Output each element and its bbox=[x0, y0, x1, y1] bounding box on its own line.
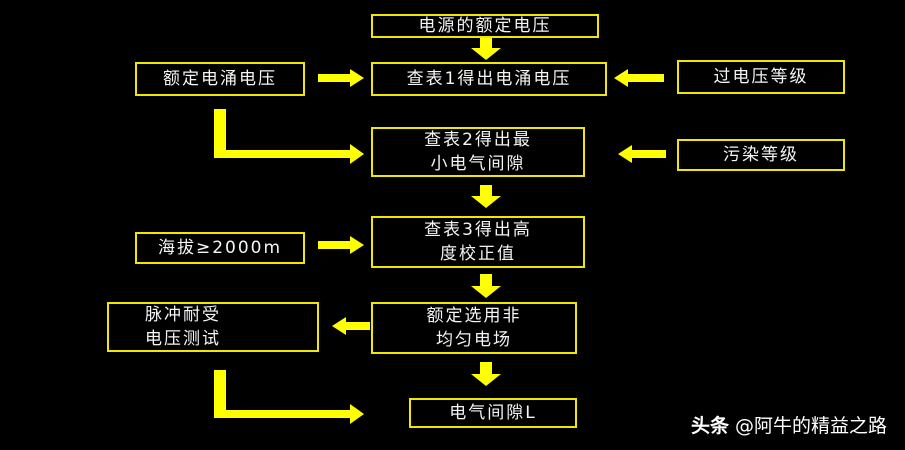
altitude-label: 海拔≥2000m bbox=[157, 238, 283, 258]
arrow-down-4 bbox=[471, 362, 501, 386]
arrow-left-overvoltage bbox=[614, 69, 664, 87]
watermark-account: @阿牛的精益之路 bbox=[734, 415, 887, 437]
arrow-right-altitude bbox=[318, 236, 364, 254]
table3-altitude-correction-box: 查表3得出高 度校正值 bbox=[371, 216, 585, 268]
table2-min-clearance-line2: 小电气间隙 bbox=[430, 154, 526, 174]
rated-supply-voltage-box: 电源的额定电压 bbox=[371, 14, 599, 38]
impulse-withstand-test-box: 脉冲耐受 电压测试 bbox=[107, 302, 319, 352]
table3-altitude-correction-line2: 度校正值 bbox=[440, 244, 516, 264]
electrical-clearance-l-label: 电气间隙L bbox=[449, 403, 537, 423]
arrow-right-surge bbox=[318, 69, 364, 87]
overvoltage-category-label: 过电压等级 bbox=[713, 67, 809, 87]
connector-l-lower bbox=[214, 370, 364, 424]
watermark-brand: 头条 bbox=[690, 415, 729, 437]
rated-supply-voltage-label: 电源的额定电压 bbox=[418, 16, 552, 36]
altitude-box: 海拔≥2000m bbox=[135, 232, 305, 264]
impulse-withstand-test-line2: 电压测试 bbox=[145, 329, 221, 349]
table2-min-clearance-line1: 查表2得出最 bbox=[424, 130, 532, 150]
rated-surge-voltage-box: 额定电涌电压 bbox=[135, 62, 305, 96]
rated-surge-voltage-label: 额定电涌电压 bbox=[163, 69, 277, 89]
watermark: 头条@阿牛的精益之路 bbox=[691, 411, 887, 438]
arrow-down-2 bbox=[471, 185, 501, 208]
rated-inhomogeneous-field-line2: 均匀电场 bbox=[436, 330, 512, 350]
table2-min-clearance-box: 查表2得出最 小电气间隙 bbox=[371, 127, 585, 177]
arrow-down-3 bbox=[471, 274, 501, 298]
table3-altitude-correction-line1: 查表3得出高 bbox=[424, 220, 532, 240]
electrical-clearance-l-box: 电气间隙L bbox=[409, 398, 577, 428]
rated-inhomogeneous-field-box: 额定选用非 均匀电场 bbox=[371, 302, 577, 354]
arrow-left-pollution bbox=[618, 145, 666, 163]
pollution-degree-box: 污染等级 bbox=[677, 139, 845, 171]
arrow-down-1 bbox=[471, 36, 501, 60]
rated-inhomogeneous-field-line1: 额定选用非 bbox=[426, 306, 522, 326]
overvoltage-category-box: 过电压等级 bbox=[677, 60, 845, 94]
table1-surge-voltage-box: 查表1得出电涌电压 bbox=[371, 62, 607, 96]
table1-surge-voltage-label: 查表1得出电涌电压 bbox=[406, 69, 572, 89]
connector-l-upper bbox=[214, 109, 364, 164]
arrow-left-impulse bbox=[332, 317, 370, 335]
impulse-withstand-test-line1: 脉冲耐受 bbox=[145, 305, 221, 325]
pollution-degree-label: 污染等级 bbox=[723, 145, 799, 165]
